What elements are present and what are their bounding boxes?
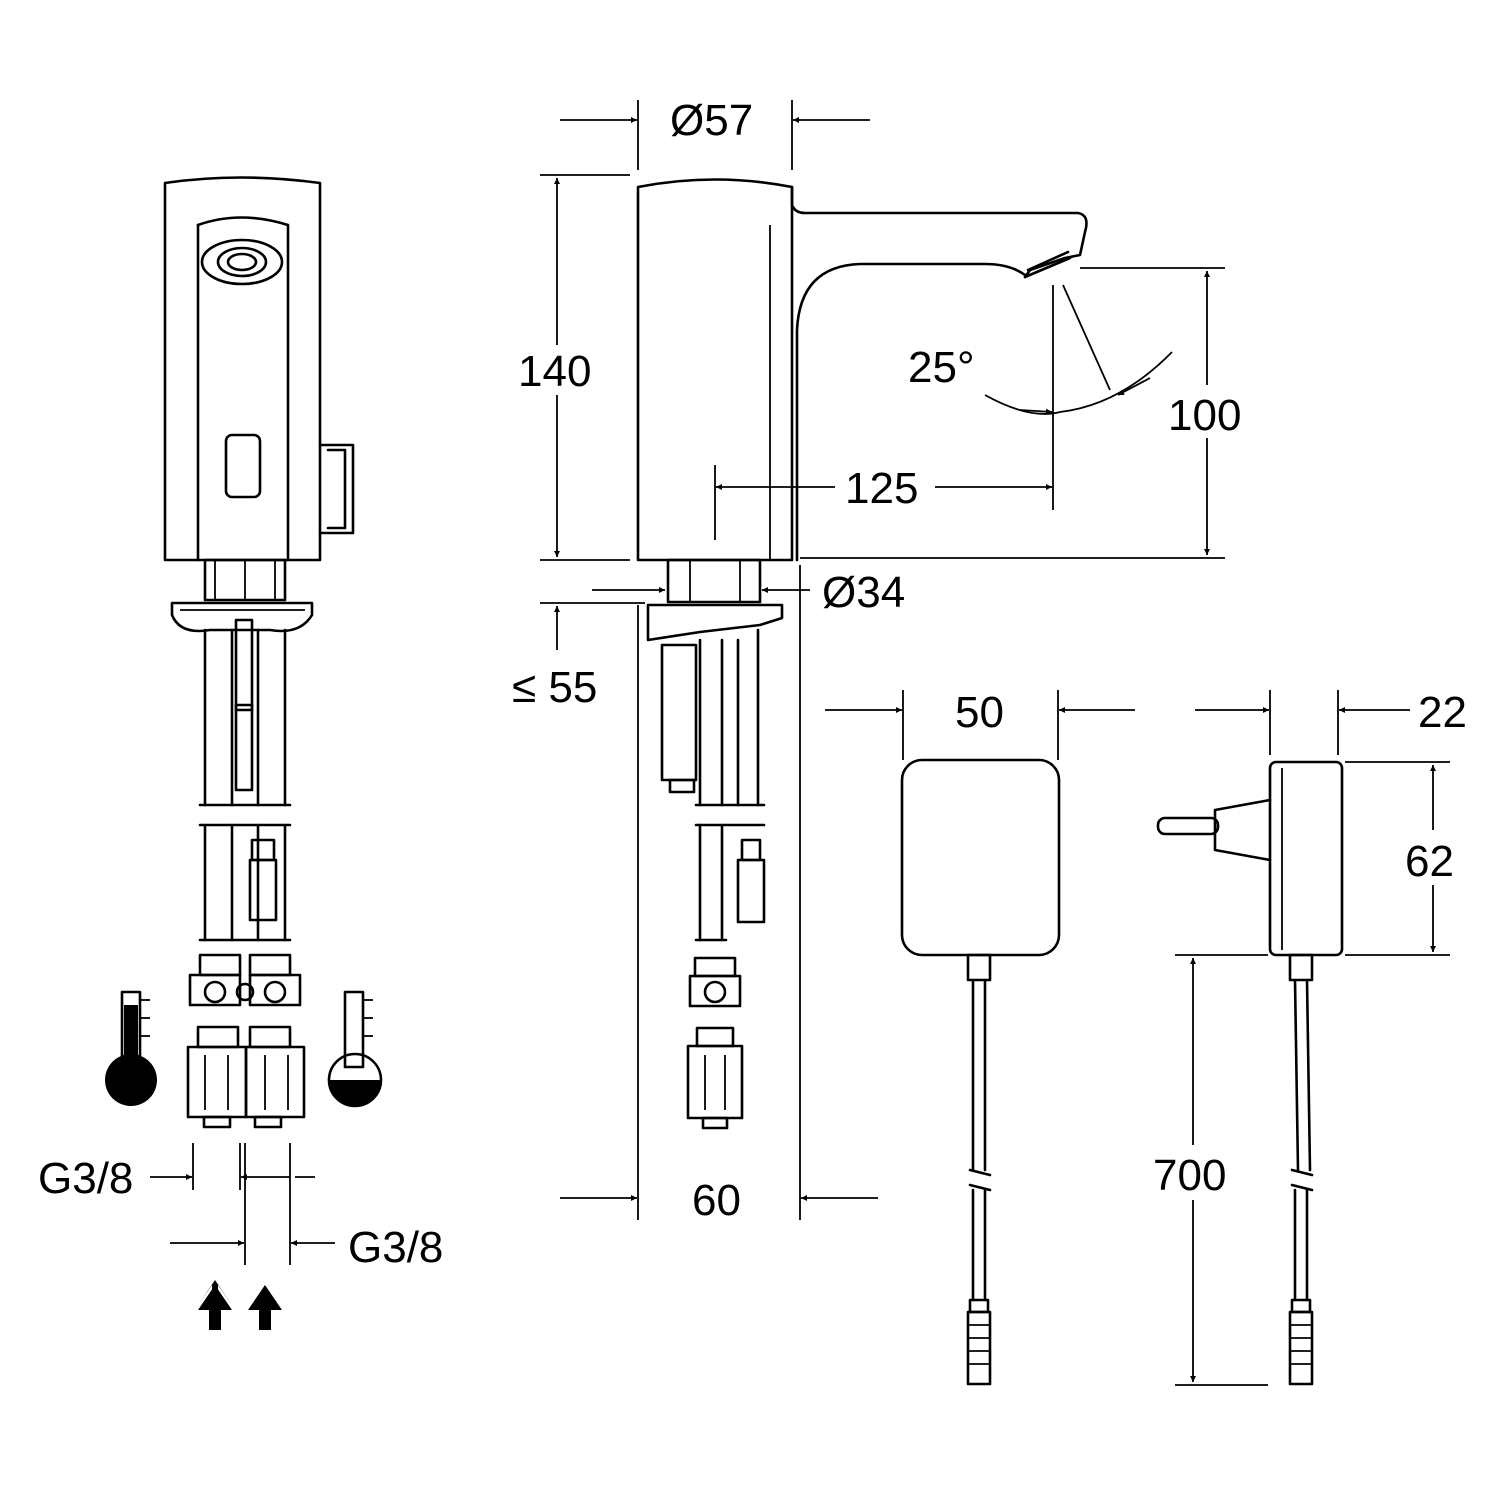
- side-view: Ø57 140 100 25° 125 Ø34 ≤ 55: [512, 96, 1241, 1225]
- psu-width-label: 50: [955, 688, 1004, 737]
- sensor-eye: [200, 238, 284, 286]
- power-supply-side: 22 62 700: [1153, 688, 1467, 1386]
- base-diameter-label: Ø34: [822, 568, 905, 617]
- outlet-height-label: 100: [1168, 391, 1241, 440]
- sensor-window: [224, 433, 262, 499]
- deck-thickness-label: ≤ 55: [512, 663, 597, 712]
- top-diameter-label: Ø57: [670, 96, 753, 145]
- cable-length-label: 700: [1153, 1151, 1226, 1200]
- front-view: G3/8 G3/8: [38, 176, 443, 1330]
- thread-size-label-right: G3/8: [348, 1223, 443, 1272]
- plug-height-label: 62: [1405, 837, 1454, 886]
- power-supply-front: 50: [825, 688, 1135, 1386]
- supply-hoses: [198, 618, 292, 942]
- angle-label: 25°: [908, 343, 975, 392]
- plug-depth-label: 22: [1418, 688, 1467, 737]
- height-label: 140: [518, 347, 591, 396]
- cable-gap-label: 60: [692, 1176, 741, 1225]
- side-lever: [318, 443, 355, 535]
- thread-size-label-left: G3/8: [38, 1154, 133, 1203]
- cold-water-thermometer-icon: [327, 990, 383, 1108]
- spout-reach-label: 125: [845, 464, 918, 513]
- valve-connectors: [186, 953, 306, 1129]
- hot-water-thermometer-icon: [105, 990, 157, 1106]
